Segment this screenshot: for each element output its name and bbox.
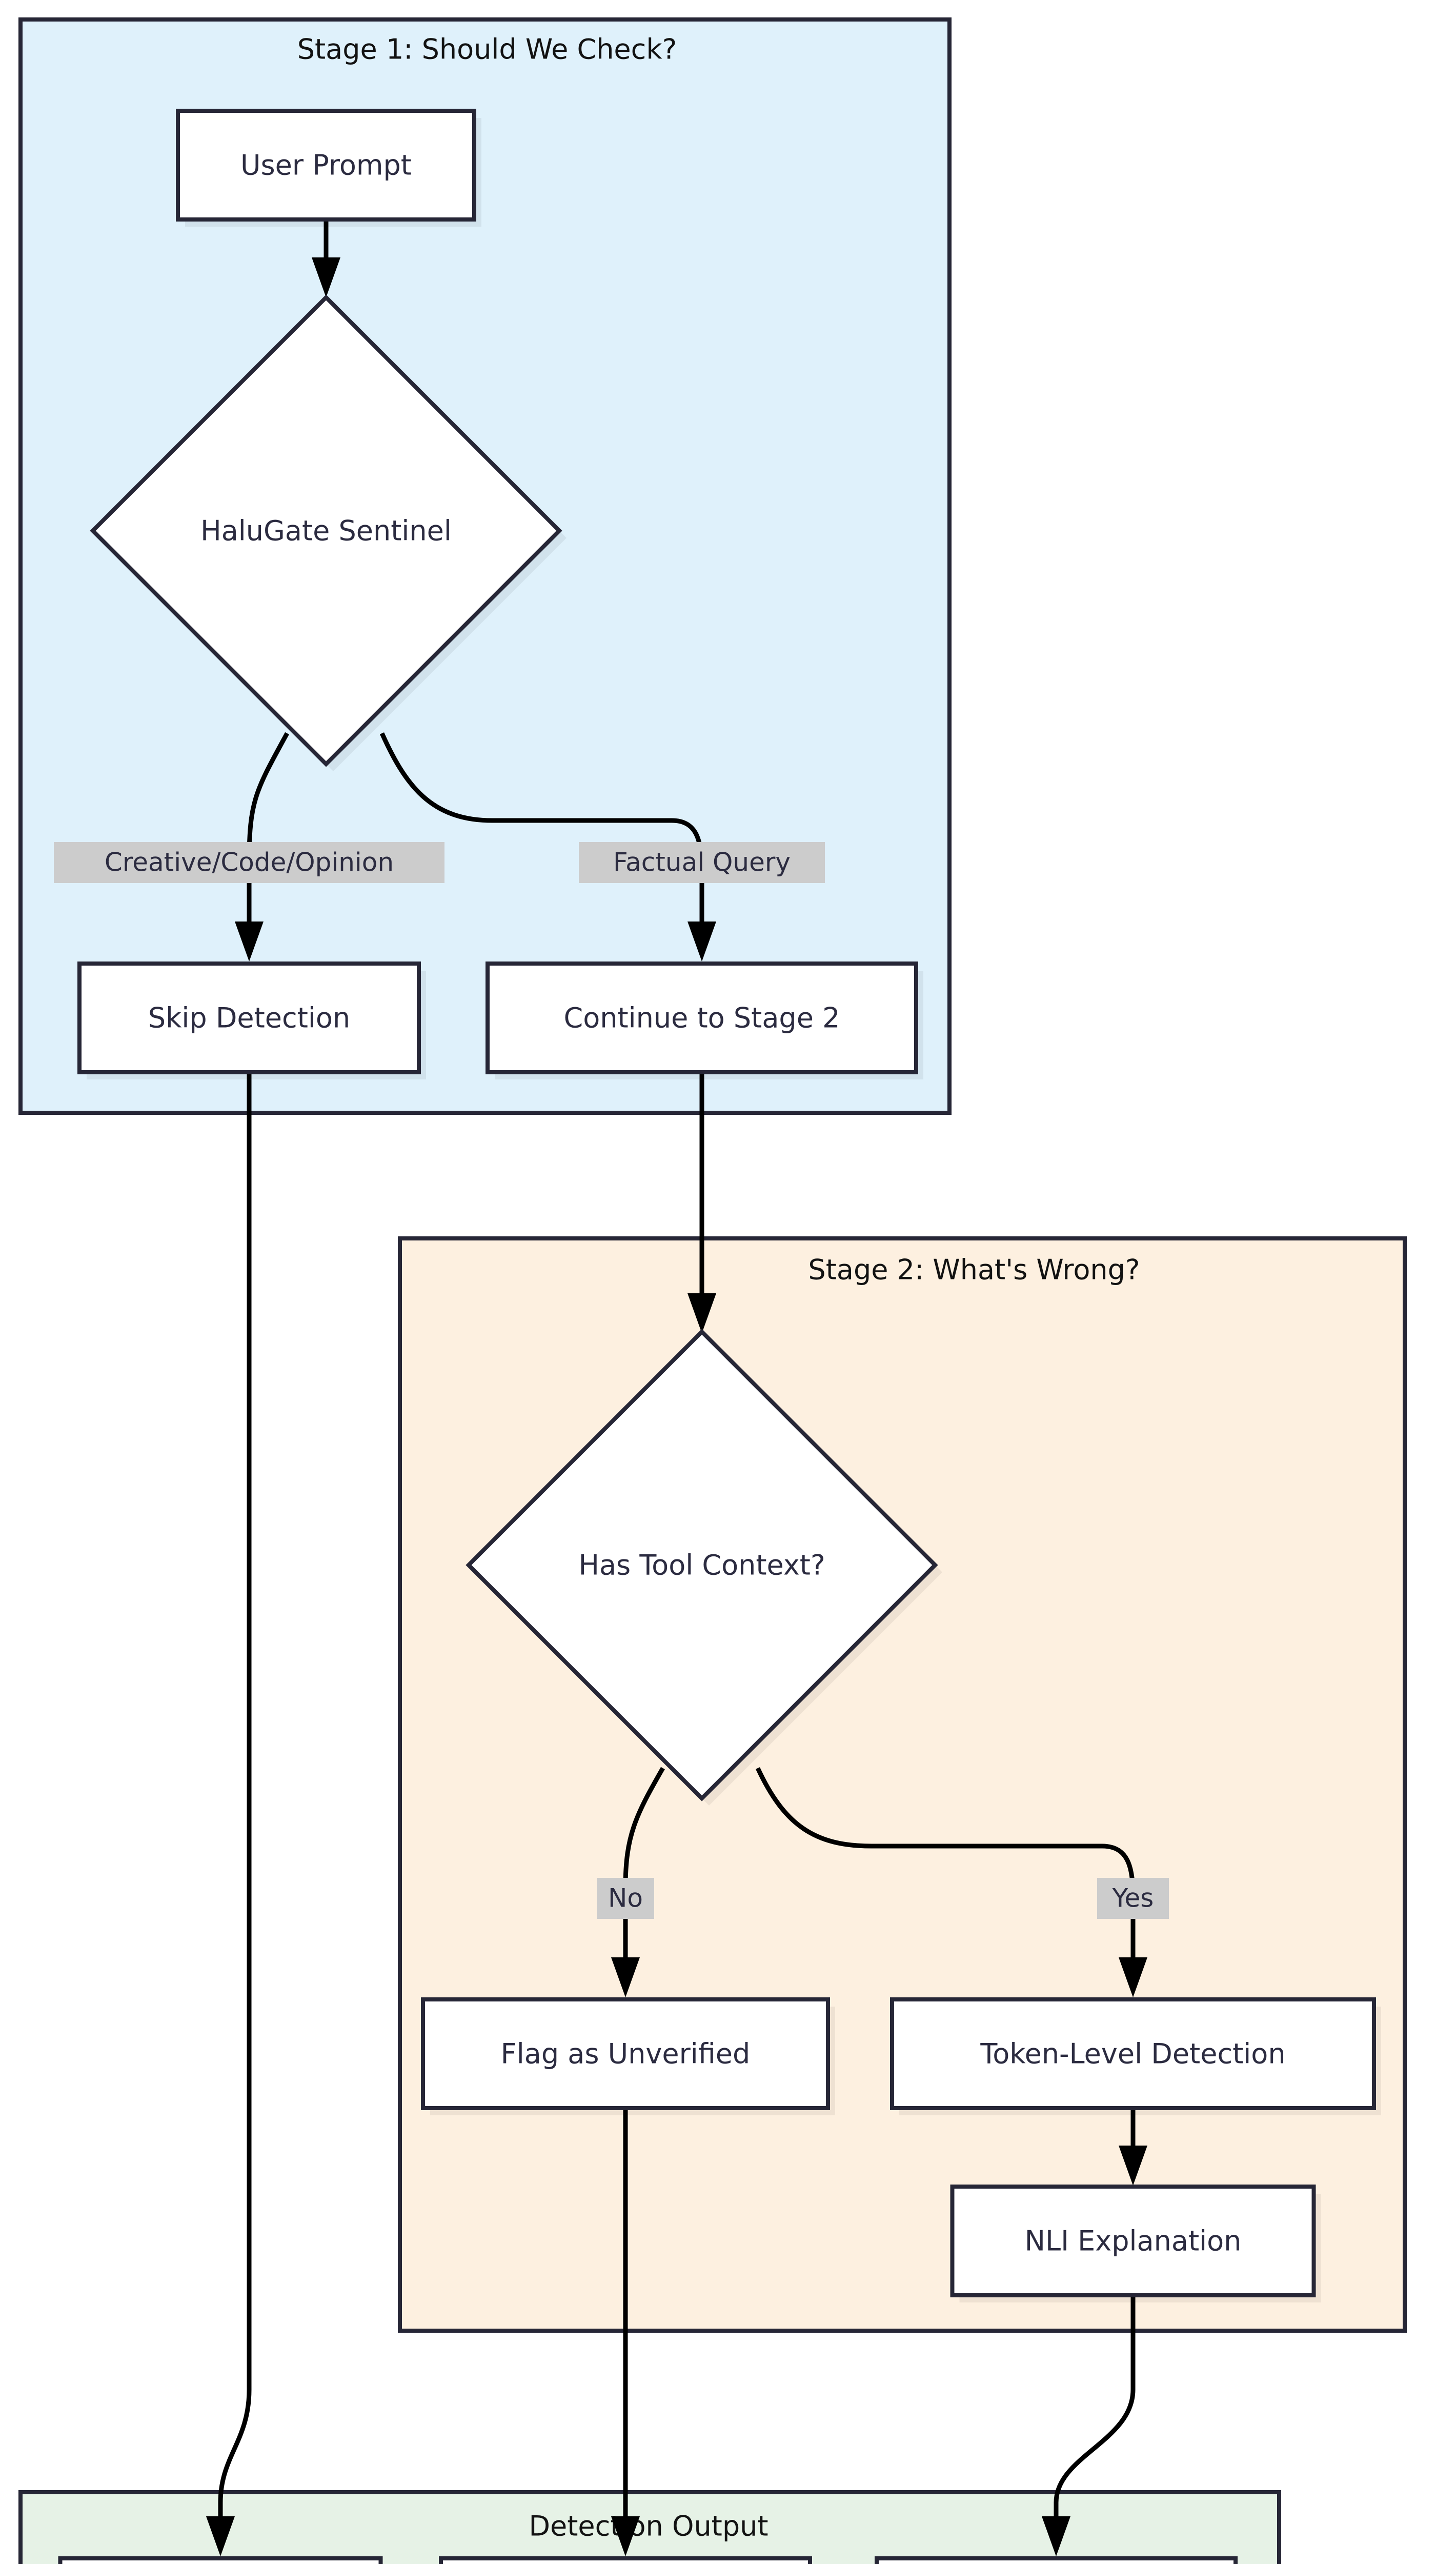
node-label-user_prompt: User Prompt — [240, 149, 412, 182]
cluster-stage2: Stage 2: What's Wrong? — [398, 1236, 1407, 2333]
cluster-title-output: Detection Output — [529, 2510, 768, 2542]
edge-has_tool_context-to-token_level_detection — [755, 1767, 1147, 1997]
arrow-head-icon — [235, 922, 264, 962]
node-skip_detection[interactable]: Skip Detection — [77, 962, 426, 1079]
node-detailed_report[interactable]: Detailed Report — [875, 2556, 1243, 2564]
edge-label-yes: Yes — [1097, 1878, 1169, 1919]
arrow-head-icon — [611, 2516, 640, 2556]
node-halugate_sentinel[interactable]: HaluGate Sentinel — [90, 294, 567, 771]
edge-label-background — [54, 842, 444, 883]
edge-skip_detection-to-pass_through — [206, 1072, 252, 2556]
node-continue_stage2[interactable]: Continue to Stage 2 — [486, 962, 923, 1079]
node-shape-diamond[interactable] — [90, 294, 562, 767]
edge-label-no: No — [597, 1878, 654, 1919]
node-shape-rect[interactable] — [875, 2556, 1238, 2564]
node-shape-rect[interactable] — [421, 1997, 830, 2110]
cluster-title-stage1: Stage 1: Should We Check? — [297, 33, 677, 66]
edge-path-e5 — [623, 1767, 665, 1987]
node-label-token_level_detection: Token-Level Detection — [980, 2038, 1285, 2070]
edge-nli_explanation-to-detailed_report — [1042, 2295, 1136, 2556]
node-has_tool_context[interactable]: Has Tool Context? — [466, 1329, 942, 1806]
arrow-head-icon — [1042, 2516, 1070, 2556]
edge-path-e10 — [1054, 2295, 1136, 2546]
cluster-output: Detection Output — [18, 2490, 1281, 2564]
node-shape-rect[interactable] — [439, 2556, 812, 2564]
node-shape-rect[interactable] — [950, 2185, 1316, 2297]
node-shape-rect[interactable] — [486, 962, 918, 1074]
edge-label-text: Creative/Code/Opinion — [105, 848, 394, 877]
edge-token_level_detection-to-nli_explanation — [1119, 2108, 1147, 2186]
node-label-skip_detection: Skip Detection — [148, 1002, 350, 1034]
arrow-head-icon — [1119, 1957, 1147, 1997]
node-pass_through[interactable]: Pass Through — [58, 2556, 388, 2564]
edge-label-text: No — [608, 1884, 643, 1913]
edge-user_prompt-to-halugate_sentinel — [312, 219, 340, 297]
arrow-head-icon — [1119, 2146, 1147, 2186]
edge-label-background — [579, 842, 825, 883]
edge-path-e6 — [755, 1767, 1136, 1987]
node-shape-diamond[interactable] — [466, 1329, 938, 1801]
edge-label-background — [1097, 1878, 1169, 1919]
node-shape-rect[interactable] — [176, 109, 476, 222]
edge-flag_unverified-to-warning_header — [611, 2108, 640, 2556]
node-token_level_detection[interactable]: Token-Level Detection — [890, 1997, 1381, 2115]
node-nli_explanation[interactable]: NLI Explanation — [950, 2185, 1321, 2302]
arrow-head-icon — [687, 922, 716, 962]
node-shape-rect[interactable] — [890, 1997, 1376, 2110]
cluster-background-stage2 — [398, 1236, 1407, 2333]
node-label-continue_stage2: Continue to Stage 2 — [564, 1002, 840, 1034]
arrow-head-icon — [611, 1957, 640, 1997]
edge-label-text: Factual Query — [613, 848, 791, 877]
edge-layer — [206, 219, 1147, 2556]
cluster-title-stage2: Stage 2: What's Wrong? — [808, 1254, 1140, 1286]
cluster-layer: Stage 1: Should We Check? Stage 2: What's… — [18, 17, 1407, 2564]
edge-label-background — [597, 1878, 654, 1919]
arrow-head-icon — [687, 1293, 716, 1333]
node-shape-rect[interactable] — [77, 962, 421, 1074]
node-label-nli_explanation: NLI Explanation — [1025, 2225, 1242, 2257]
edge-has_tool_context-to-flag_unverified — [611, 1767, 665, 1997]
edge-path-e8 — [218, 1072, 252, 2546]
node-user_prompt[interactable]: User Prompt — [176, 109, 481, 227]
arrow-head-icon — [312, 257, 340, 297]
node-label-has_tool_context: Has Tool Context? — [578, 1549, 825, 1581]
node-flag_unverified[interactable]: Flag as Unverified — [421, 1997, 835, 2115]
edge-continue_stage2-to-has_tool_context — [687, 1072, 716, 1333]
arrow-head-icon — [206, 2516, 235, 2556]
node-label-halugate_sentinel: HaluGate Sentinel — [200, 515, 452, 547]
node-label-flag_unverified: Flag as Unverified — [501, 2038, 751, 2070]
node-warning_header[interactable]: Warning Header — [439, 2556, 817, 2564]
node-shape-rect[interactable] — [58, 2556, 383, 2564]
edge-label-factual-query: Factual Query — [579, 842, 825, 883]
edge-label-text: Yes — [1112, 1884, 1154, 1913]
edge-label-creative-code-opinion: Creative/Code/Opinion — [54, 842, 444, 883]
